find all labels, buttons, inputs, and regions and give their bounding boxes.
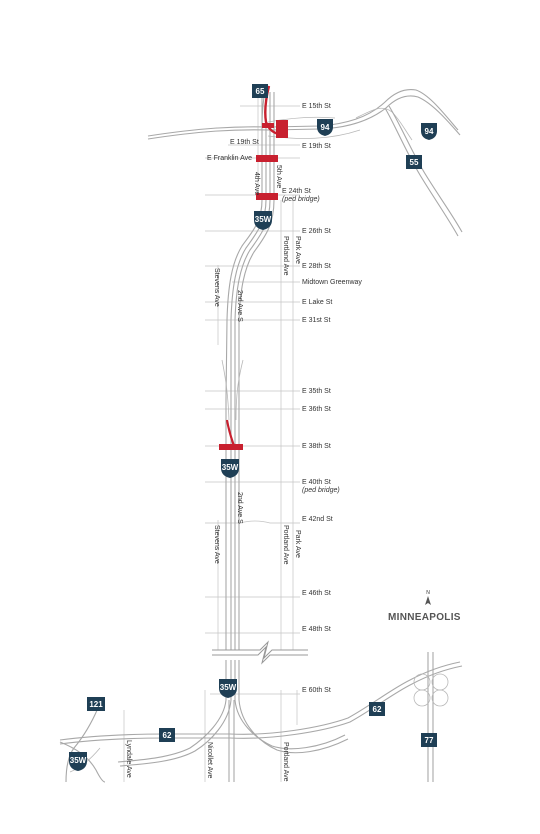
label-stevens-ave-north: Stevens Ave [213, 268, 220, 307]
label-park-ave-north: Park Ave [294, 236, 301, 264]
closure-franklin [256, 155, 278, 162]
hwy62-road [59, 661, 461, 741]
hwy121-shield: 121 [87, 697, 105, 711]
closures [219, 85, 288, 450]
label-e60th: E 60th St [302, 687, 331, 694]
street-e42nd [205, 520, 300, 524]
label-e36th: E 36th St [302, 406, 331, 413]
label-e38th: E 38th St [302, 443, 331, 450]
label-franklin: E Franklin Ave [207, 155, 252, 162]
i35w-shield-mid: 35W [221, 459, 239, 478]
label-e35th: E 35th St [302, 388, 331, 395]
svg-text:121: 121 [89, 700, 103, 709]
label-5th-ave: 5th Ave [275, 165, 282, 188]
hwy62-shield-west: 62 [159, 728, 175, 742]
svg-text:55: 55 [410, 158, 419, 167]
closure-e24th [256, 193, 278, 200]
label-e19th-east: E 19th St [302, 143, 331, 150]
label-portland-ave-south: Portland Ave [282, 742, 289, 782]
label-e28th: E 28th St [302, 263, 331, 270]
north-arrow: N [425, 590, 431, 605]
label-e40th: E 40th St [302, 479, 331, 486]
closure-i94 [276, 120, 288, 138]
label-e46th: E 46th St [302, 590, 331, 597]
label-stevens-ave-south: Stevens Ave [213, 525, 220, 564]
label-e40th-note: (ped bridge) [302, 487, 340, 494]
label-lake: E Lake St [302, 299, 332, 306]
ns-street-labels: 4th Ave 5th Ave Park Ave Portland Ave St… [125, 165, 301, 782]
svg-text:65: 65 [256, 87, 265, 96]
svg-text:77: 77 [425, 736, 434, 745]
label-e26th: E 26th St [302, 228, 331, 235]
i35w-shield-southwest: 35W [69, 752, 87, 771]
i35w-shield-north: 35W [254, 211, 272, 230]
svg-text:35W: 35W [70, 756, 87, 765]
label-2nd-ave-south: 2nd Ave S [236, 492, 243, 524]
label-midtown: Midtown Greenway [302, 279, 362, 286]
svg-text:35W: 35W [255, 215, 272, 224]
label-e42nd: E 42nd St [302, 516, 333, 523]
i35w-shield-south: 35W [219, 679, 237, 698]
hwy62-shield-east: 62 [369, 702, 385, 716]
ew-street-labels: E 15th St E 19th St E 19th St E Franklin… [207, 103, 362, 694]
label-nicollet-ave: Nicollet Ave [206, 742, 213, 779]
svg-text:35W: 35W [222, 463, 239, 472]
hwy55-shield: 55 [406, 155, 422, 169]
closure-e38th [219, 444, 243, 450]
north-arrow-icon [425, 596, 431, 605]
i94-shield-center: 94 [317, 119, 333, 136]
svg-text:35W: 35W [220, 683, 237, 692]
label-e19th-west: E 19th St [230, 139, 259, 146]
label-portland-ave-north: Portland Ave [282, 236, 289, 276]
label-e24th-note: (ped bridge) [282, 196, 320, 203]
svg-text:62: 62 [163, 731, 172, 740]
city-label: MINNEAPOLIS [388, 612, 461, 623]
label-park-ave-south: Park Ave [294, 530, 301, 558]
label-e24th: E 24th St [282, 188, 311, 195]
i94-road [147, 88, 459, 137]
label-e48th: E 48th St [302, 626, 331, 633]
hwy55-road [384, 107, 459, 237]
label-4th-ave: 4th Ave [253, 172, 260, 195]
label-e31st: E 31st St [302, 317, 330, 324]
svg-text:62: 62 [373, 705, 382, 714]
map-break-marker [212, 640, 308, 660]
closure-e15th [262, 123, 274, 128]
svg-text:N: N [426, 590, 430, 596]
svg-text:94: 94 [321, 123, 330, 132]
route-shields: 65 94 94 55 35W 35W 35W 62 [69, 84, 437, 771]
label-portland-ave-mid: Portland Ave [282, 525, 289, 565]
i94-shield-east: 94 [421, 123, 437, 140]
svg-text:94: 94 [425, 127, 434, 136]
label-2nd-ave-north: 2nd Ave S [236, 290, 243, 322]
hwy77-shield: 77 [421, 733, 437, 747]
label-lyndale-ave: Lyndale Ave [125, 740, 132, 778]
hwy65-shield: 65 [252, 84, 268, 98]
highways [59, 83, 463, 783]
label-e15th: E 15th St [302, 103, 331, 110]
